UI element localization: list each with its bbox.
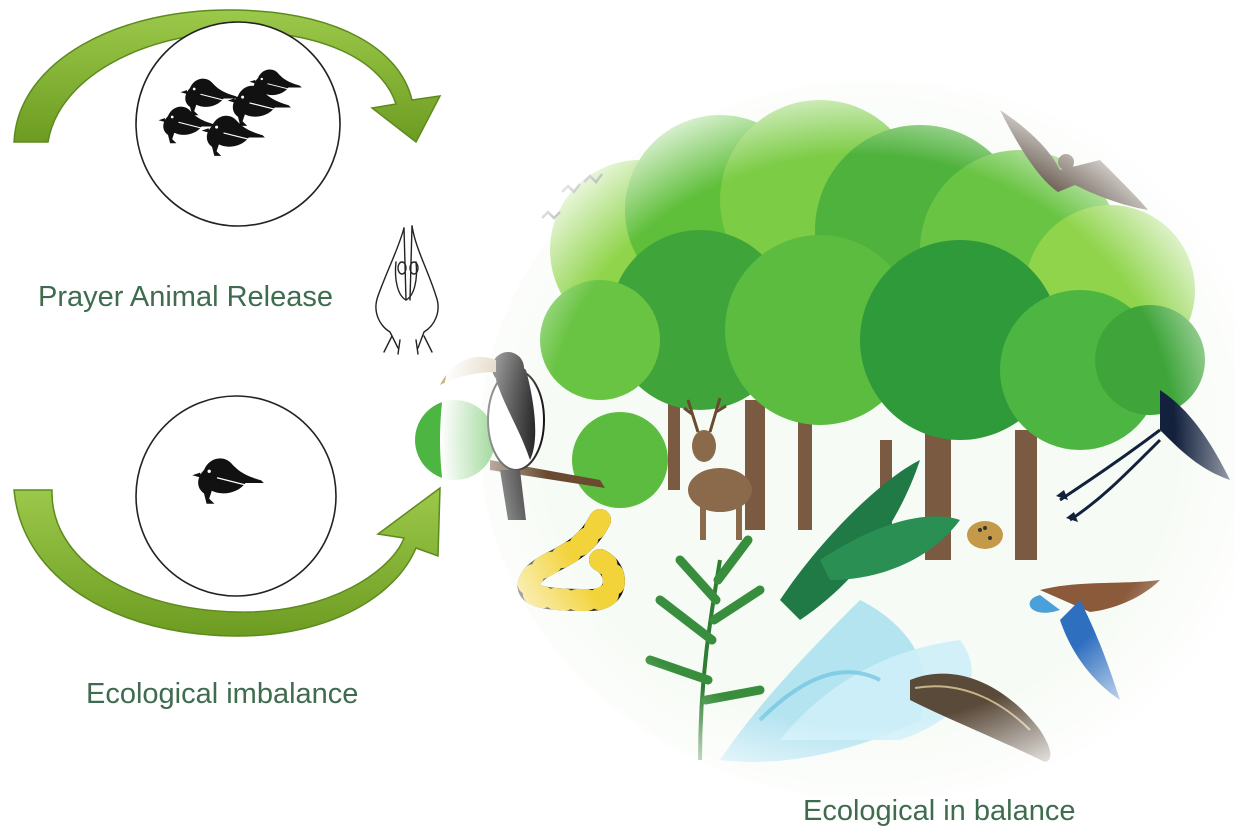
prayer-animal-release-label: Prayer Animal Release bbox=[38, 281, 333, 314]
ecological-imbalance-label: Ecological imbalance bbox=[86, 678, 358, 711]
ecological-balance-label: Ecological in balance bbox=[803, 795, 1075, 828]
flock-circle bbox=[136, 22, 340, 226]
forest-illustration bbox=[415, 60, 1235, 820]
single-bird-circle bbox=[136, 396, 336, 596]
praying-hands-icon bbox=[376, 226, 438, 354]
